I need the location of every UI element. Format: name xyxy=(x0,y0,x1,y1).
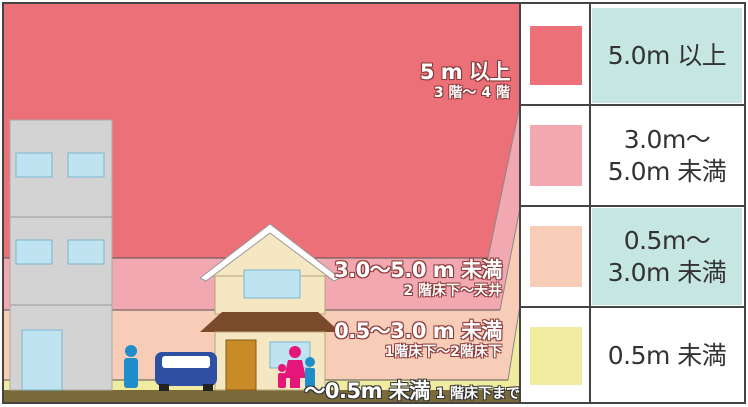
child-boy-body xyxy=(305,368,315,388)
house-door xyxy=(225,339,257,391)
house-gable-trim xyxy=(199,223,341,282)
connector-line-2 xyxy=(499,207,521,311)
legend-swatch-1 xyxy=(530,26,582,85)
legend-cell-bg-1 xyxy=(592,8,742,103)
apartment-door xyxy=(21,329,63,391)
ground xyxy=(3,390,520,404)
zone-5m-title: 5 m 以上 xyxy=(419,60,511,84)
car-wheel-left xyxy=(159,384,169,391)
apartment-window-4 xyxy=(67,239,105,265)
zone-05m-title: ～0.5m 未満 xyxy=(304,379,430,403)
zone-5m-subtitle: 3 階～ 4 階 xyxy=(433,85,510,101)
legend-cell-bg-4 xyxy=(592,309,742,403)
legend-swatch-4 xyxy=(530,327,582,385)
zone-05-3m-area xyxy=(3,208,520,380)
legend-05-3m-line1: 0.5m～ xyxy=(623,225,711,255)
child-boy-head xyxy=(305,357,315,367)
legend-text-05-3m: 0.5m～ 3.0m 未満 xyxy=(592,208,742,305)
legend-cell-bg-2 xyxy=(592,107,742,204)
apartment-window-2 xyxy=(67,152,105,178)
adult-woman-body xyxy=(284,360,306,378)
zone-label-5m: 5 m 以上 3 階～ 4 階 xyxy=(419,60,511,102)
zone-label-05m: ～0.5m 未満 1 階床下まで xyxy=(304,379,520,403)
legend-3-5m-line1: 3.0m～ xyxy=(623,124,711,154)
legend-text-3-5m: 3.0m～ 5.0m 未満 xyxy=(592,107,742,204)
zone-05-3m-title: 0.5～3.0 m 未満 xyxy=(334,319,502,343)
house-lower-roof xyxy=(200,312,340,332)
legend-swatch-2 xyxy=(530,125,582,186)
adult-woman-head xyxy=(289,346,301,358)
legend-05-3m-line2: 3.0m 未満 xyxy=(607,257,727,287)
zone-05m-subtitle: 1 階床下まで xyxy=(435,386,520,402)
adult-man-body xyxy=(124,358,138,388)
legend-text-5m: 5.0m 以上 xyxy=(592,8,742,103)
house-upper-window xyxy=(243,269,301,299)
legend-cell-bg-3 xyxy=(592,208,742,305)
legend-5m-line1: 5.0m 以上 xyxy=(607,40,727,70)
adult-woman-legs xyxy=(290,378,300,388)
child-girl-body xyxy=(278,373,286,388)
car-windshield xyxy=(162,356,210,368)
child-girl-head xyxy=(278,364,286,372)
zone-05-3m-subtitle: 1階床下～2階床下 xyxy=(384,344,502,360)
legend-swatch-3 xyxy=(530,226,582,287)
legend-05m-line1: 0.5m 未満 xyxy=(607,341,727,370)
connector-line-1 xyxy=(487,104,521,259)
zone-5m-area xyxy=(3,3,520,258)
car-wheel-right xyxy=(203,384,213,391)
adult-man-head xyxy=(125,345,137,357)
zone-label-05-3m: 0.5～3.0 m 未満 1階床下～2階床下 xyxy=(334,319,502,361)
zone-label-3-5m: 3.0～5.0 m 未満 2 階床下～天井 xyxy=(334,258,502,300)
zone-3-5m-area xyxy=(3,105,520,310)
legend-text-05m: 0.5m 未満 xyxy=(592,309,742,403)
zone-3-5m-subtitle: 2 階床下～天井 xyxy=(403,283,502,299)
apartment-window-3 xyxy=(15,239,53,265)
zone-3-5m-title: 3.0～5.0 m 未満 xyxy=(334,258,502,282)
connector-line-3 xyxy=(507,304,521,381)
apartment-window-1 xyxy=(15,152,53,178)
legend-3-5m-line2: 5.0m 未満 xyxy=(607,156,727,186)
